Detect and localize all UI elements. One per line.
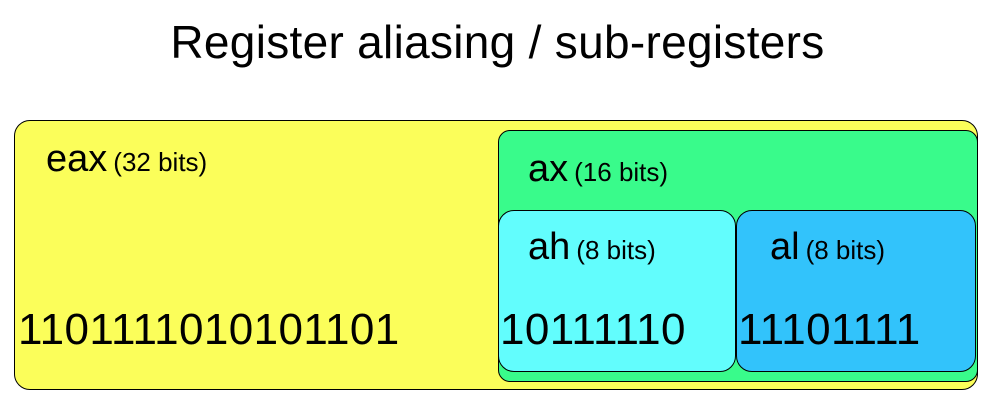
eax-upper-bits: 1101111010101101 xyxy=(18,305,400,354)
ah-bits: 10111110 xyxy=(500,305,686,354)
al-bits: 11101111 xyxy=(738,305,921,354)
al-register-box xyxy=(736,210,976,372)
ah-size: (8 bits) xyxy=(576,235,656,265)
al-name: al xyxy=(770,226,800,268)
al-label: al(8 bits) xyxy=(770,228,885,266)
eax-name: eax xyxy=(46,138,108,180)
diagram-title: Register aliasing / sub-registers xyxy=(170,16,825,68)
eax-label: eax(32 bits) xyxy=(46,140,207,178)
ax-size: (16 bits) xyxy=(574,157,669,187)
ah-name: ah xyxy=(528,226,571,268)
al-size: (8 bits) xyxy=(805,235,886,265)
eax-size: (32 bits) xyxy=(113,147,208,177)
ax-name: ax xyxy=(528,148,569,190)
ax-label: ax(16 bits) xyxy=(528,150,668,188)
ah-label: ah(8 bits) xyxy=(528,228,656,266)
ah-register-box xyxy=(498,210,736,372)
